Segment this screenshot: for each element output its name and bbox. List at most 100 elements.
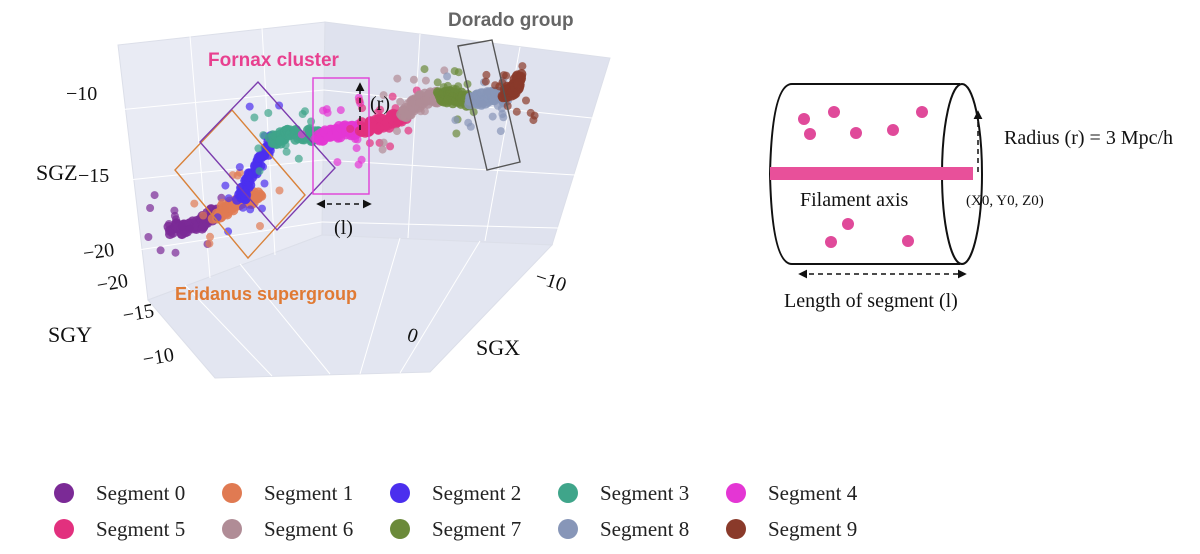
- segment-boxes: [174, 39, 521, 260]
- legend-label: Segment 2: [432, 480, 522, 505]
- point-segment-6: [393, 127, 401, 136]
- point-segment-1: [257, 191, 266, 200]
- eridanus-label: Eridanus supergroup: [175, 284, 357, 304]
- sample-point: [902, 235, 914, 247]
- point-segment-0: [144, 233, 153, 241]
- point-segment-0: [165, 220, 173, 228]
- point-segment-3: [259, 131, 268, 140]
- point-segment-1: [220, 206, 229, 215]
- point-segment-4: [323, 108, 332, 117]
- point-segment-1: [275, 186, 284, 195]
- point-segment-6: [409, 75, 418, 84]
- point-segment-7: [433, 78, 442, 87]
- point-segment-6: [379, 91, 388, 100]
- point-segment-1: [233, 171, 242, 180]
- legend-item: Segment 4: [726, 478, 857, 508]
- y-tick-label: −20: [95, 270, 130, 297]
- point-segment-8: [466, 122, 475, 131]
- point-segment-1: [205, 239, 214, 248]
- point-segment-9: [522, 96, 530, 105]
- point-segment-5: [391, 104, 400, 113]
- radius-mark: (r): [370, 93, 390, 115]
- point-segment-3: [275, 136, 284, 145]
- origin-label: (X0, Y0, Z0): [966, 193, 1044, 209]
- legend-label: Segment 5: [96, 516, 186, 541]
- point-segment-8: [499, 113, 508, 122]
- point-segment-4: [310, 134, 319, 143]
- point-segment-0: [172, 215, 180, 224]
- legend-item: Segment 6: [222, 514, 353, 544]
- point-segment-0: [146, 204, 155, 212]
- point-segment-3: [282, 147, 291, 156]
- point-segment-2: [245, 102, 254, 111]
- point-segment-5: [386, 142, 395, 151]
- y-tick-label: −10: [141, 344, 176, 371]
- axes-3d: [117, 21, 611, 379]
- point-segment-3: [281, 141, 290, 149]
- point-segment-2: [246, 205, 255, 214]
- y-tick-label: −15: [121, 300, 156, 327]
- legend-item: Segment 0: [54, 478, 185, 508]
- point-segment-9: [481, 77, 490, 86]
- point-segment-6: [396, 97, 405, 106]
- point-segment-3: [307, 117, 316, 126]
- legend-label: Segment 6: [264, 516, 354, 541]
- point-segment-6: [440, 66, 449, 75]
- point-segment-6: [420, 107, 429, 116]
- point-segment-1: [190, 199, 199, 208]
- legend-marker: [390, 483, 410, 503]
- floor-pane: [147, 234, 554, 379]
- point-segment-4: [357, 155, 366, 164]
- dorado-label: Dorado group: [448, 10, 574, 31]
- point-segment-7: [451, 85, 460, 94]
- sample-point: [828, 106, 840, 118]
- legend-item: Segment 8: [558, 514, 689, 544]
- point-segment-3: [255, 167, 264, 176]
- point-segment-2: [224, 227, 233, 236]
- z-tick-label: −20: [82, 239, 116, 265]
- legend-marker: [726, 483, 746, 503]
- point-segment-5: [373, 108, 382, 117]
- legend-label: Segment 3: [600, 480, 690, 505]
- legend-marker: [390, 519, 410, 539]
- point-segment-7: [420, 65, 429, 74]
- legend: Segment 0 Segment 1 Segment 2 Segment 3 …: [40, 478, 940, 554]
- legend-item: Segment 5: [54, 514, 185, 544]
- point-segment-6: [403, 99, 412, 108]
- point-segment-3: [254, 144, 263, 153]
- segment-length-label: Length of segment (l): [784, 290, 958, 312]
- legend-item: Segment 3: [558, 478, 689, 508]
- data-points: [144, 62, 539, 257]
- point-segment-5: [404, 126, 413, 135]
- legend-marker: [222, 483, 242, 503]
- point-segment-8: [478, 100, 487, 109]
- point-segment-1: [256, 222, 264, 230]
- legend-marker: [222, 519, 242, 539]
- sample-point: [850, 127, 862, 139]
- point-segment-0: [156, 246, 165, 255]
- point-segment-8: [443, 72, 452, 81]
- sample-point: [804, 128, 816, 140]
- point-segment-6: [379, 138, 388, 147]
- point-segment-3: [250, 113, 259, 122]
- legend-label: Segment 4: [768, 480, 858, 505]
- point-segment-6: [393, 74, 402, 83]
- legend-marker: [558, 519, 578, 539]
- eridanus-box-orange: [174, 108, 306, 260]
- point-segment-9: [518, 62, 527, 71]
- point-segment-3: [294, 154, 303, 163]
- point-segment-2: [260, 179, 269, 188]
- z-tick-label: −15: [78, 165, 109, 187]
- point-segment-6: [421, 76, 430, 85]
- dorado-box: [457, 39, 521, 171]
- point-segment-0: [185, 224, 194, 233]
- z-axis-label: SGZ: [36, 160, 78, 185]
- point-segment-1: [218, 198, 227, 207]
- legend-label: Segment 9: [768, 516, 858, 541]
- cylinder-body: [792, 83, 960, 265]
- point-segment-7: [452, 129, 461, 138]
- point-segment-8: [488, 112, 497, 121]
- legend-item: Segment 9: [726, 514, 857, 544]
- legend-marker: [54, 519, 74, 539]
